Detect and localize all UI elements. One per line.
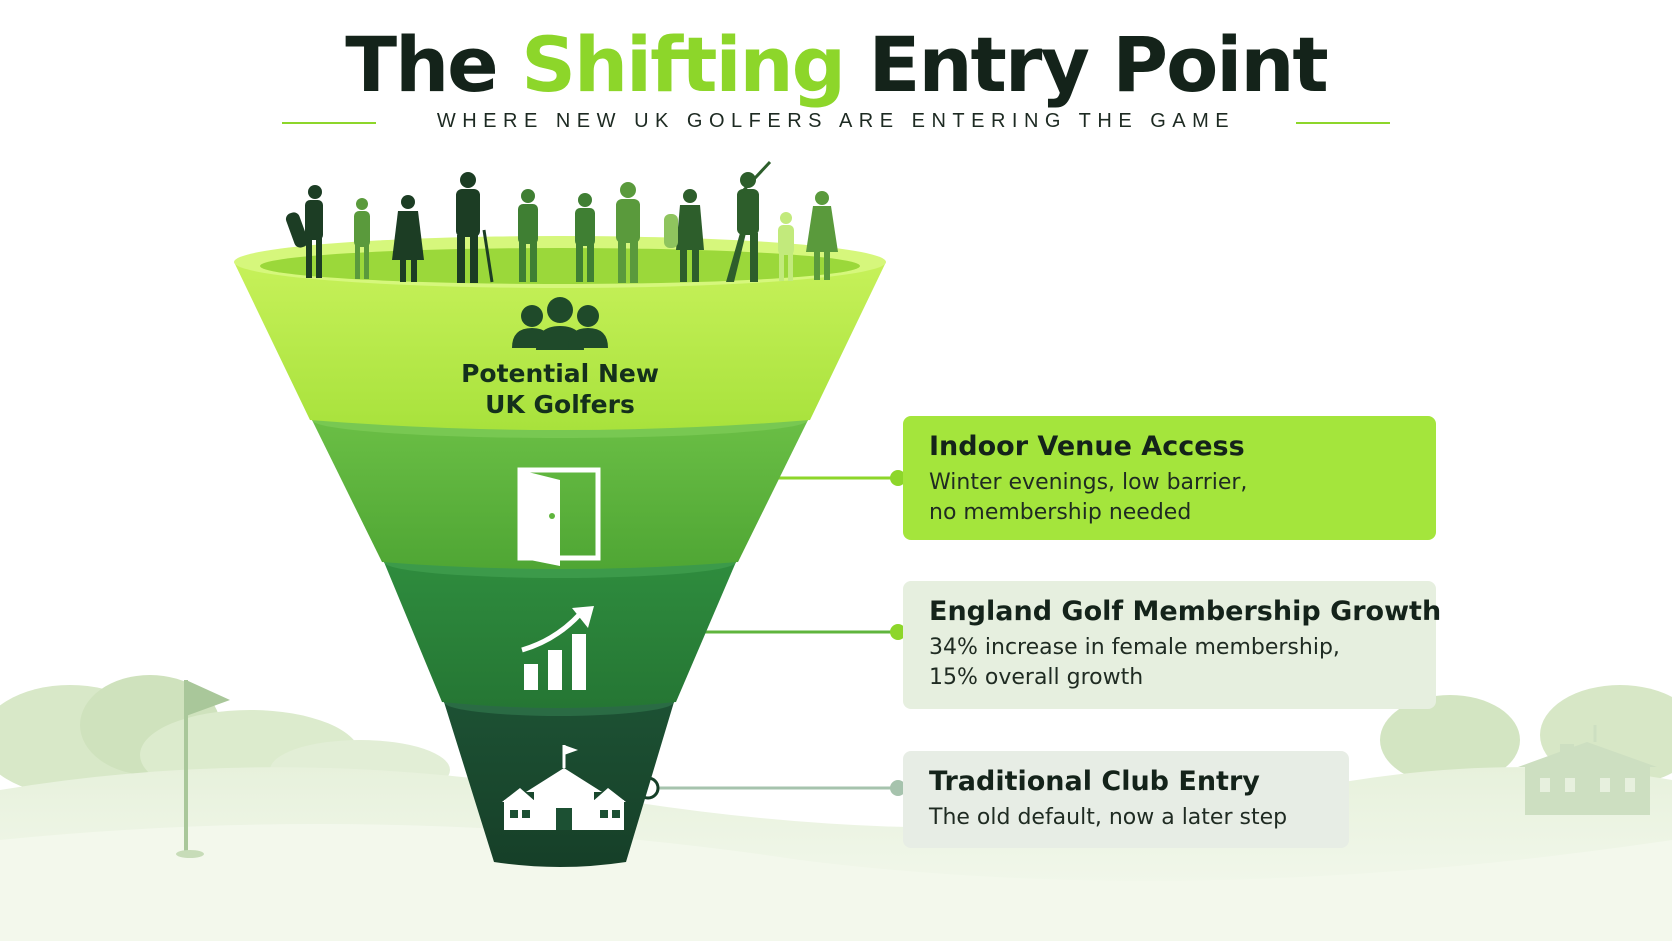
callout-body: 34% increase in female membership, 15% o…: [929, 633, 1410, 693]
people-group-icon: [512, 297, 608, 350]
subtitle-rule-right: [1296, 122, 1390, 124]
page-subtitle: WHERE NEW UK GOLFERS ARE ENTERING THE GA…: [436, 110, 1236, 132]
callout-membership-growth: England Golf Membership Growth 34% incre…: [903, 581, 1442, 709]
callout-line: 15% overall growth: [929, 665, 1144, 690]
clubhouse-icon: [502, 745, 626, 830]
callout-body: The old default, now a later step: [929, 803, 1323, 833]
connector-membership: [674, 620, 906, 644]
callout-title: Indoor Venue Access: [929, 431, 1245, 462]
page-title: The Shifting Entry Point: [0, 20, 1672, 110]
callout-line: The old default, now a later step: [929, 805, 1288, 830]
door-icon: [517, 467, 601, 566]
title-part1: The: [345, 20, 498, 109]
distant-clubhouse-icon: [1518, 725, 1657, 815]
funnel-top-label-line2: UK Golfers: [485, 390, 635, 419]
flag-pin-icon: [176, 680, 230, 858]
subtitle-rule-left: [282, 122, 376, 124]
connector-traditional: [636, 776, 906, 800]
callout-line: 34% increase in female membership,: [929, 635, 1340, 660]
callout-title: Traditional Club Entry: [929, 766, 1260, 797]
callout-title: England Golf Membership Growth: [929, 596, 1442, 627]
callout-line: Winter evenings, low barrier,: [929, 470, 1248, 495]
callout-indoor-venue: Indoor Venue Access Winter evenings, low…: [903, 416, 1436, 540]
funnel-top-label-line1: Potential New: [461, 359, 659, 388]
title-accent: Shifting: [521, 20, 846, 109]
callout-line: no membership needed: [929, 500, 1192, 525]
callout-traditional-club: Traditional Club Entry The old default, …: [903, 751, 1349, 848]
growth-chart-icon: [521, 606, 594, 690]
landscape-background: [0, 675, 1672, 941]
funnel-top-label: Potential New UK Golfers: [410, 358, 710, 420]
title-part2: Entry Point: [868, 20, 1329, 109]
callout-body: Winter evenings, low barrier, no members…: [929, 468, 1410, 528]
golfer-silhouettes: [285, 160, 838, 283]
